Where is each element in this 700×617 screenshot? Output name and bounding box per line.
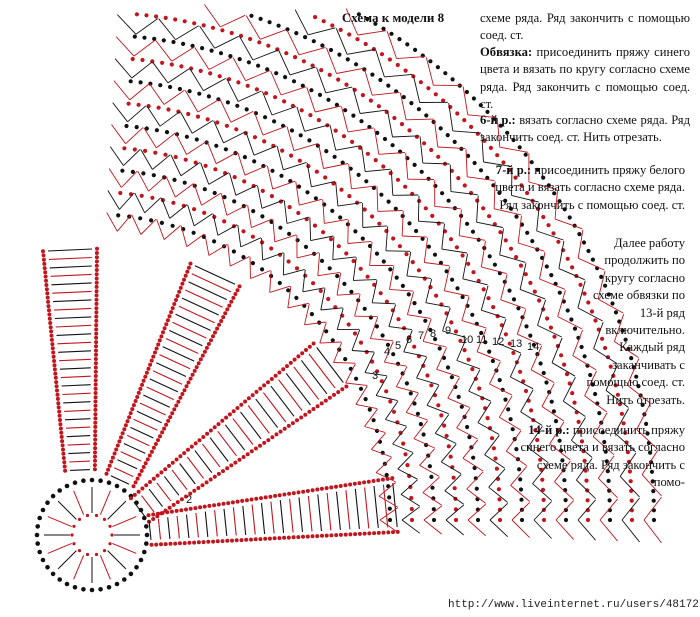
row-number: 11	[476, 334, 488, 346]
instruction-text: присоединить пряжу белого цвета и вязать…	[495, 163, 685, 212]
instruction-row-7: 7-й р.: присоединить пряжу белого цвета …	[495, 162, 685, 214]
row-number: 8	[430, 328, 437, 340]
row-number: 4	[384, 346, 391, 358]
instruction-label: 6-й р.:	[480, 113, 516, 127]
row-number: 2	[186, 494, 193, 506]
instruction-row-6: 6-й р.: вязать согласно схеме ряда. Ряд …	[480, 112, 690, 147]
watermark-url: http://www.liveinternet.ru/users/4817278…	[448, 599, 700, 611]
row-number: 10	[461, 334, 474, 346]
instruction-text: схеме ряда. Ряд закончить с помощью соед…	[480, 11, 690, 43]
row-number: 13	[510, 338, 523, 350]
instruction-continue: Далее работу продолжить по кругу согласн…	[575, 235, 685, 409]
instruction-text: присоединить пряжу синего цвета и вязать…	[480, 45, 690, 112]
radial-strips	[41, 246, 400, 547]
instruction-row-14: 14-й р.: присоединить пряжу синего цвета…	[520, 422, 685, 492]
row-number: 12	[492, 336, 505, 348]
row-number: 9	[445, 325, 452, 337]
instruction-label: 7-й р.:	[495, 163, 532, 177]
instruction-line-1: схеме ряда. Ряд закончить с помощью соед…	[480, 10, 690, 45]
row-number: 5	[395, 340, 402, 352]
instruction-label: 14-й р.:	[528, 423, 570, 437]
chart-title: Схема к модели 8	[341, 10, 445, 25]
instruction-text: присоединить пряжу синего цвета и вязать…	[520, 423, 685, 490]
instruction-text: Далее работу продолжить по кругу согласн…	[586, 236, 685, 407]
instruction-text: вязать согласно схеме ряда. Ряд закончит…	[480, 113, 690, 145]
lace-fan	[106, 4, 662, 544]
center-ring	[34, 477, 150, 593]
row-number: 6	[406, 334, 413, 346]
instruction-label: Обвязка:	[480, 45, 533, 59]
row-number: 3	[372, 370, 379, 382]
row-number: 14	[527, 341, 540, 353]
instruction-bind: Обвязка: присоединить пряжу синего цвета…	[480, 44, 690, 114]
row-number: 7	[418, 330, 425, 342]
